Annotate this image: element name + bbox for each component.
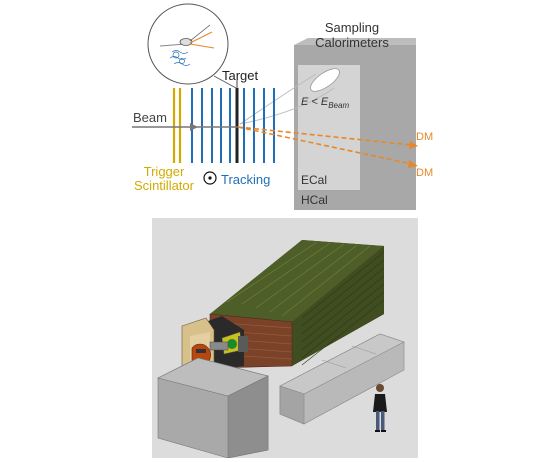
concrete-base-left — [157, 357, 269, 458]
dm-line-2 — [237, 126, 413, 165]
dm-arrowhead-1 — [409, 141, 418, 149]
experiment-schematic: Sampling Calorimeters E < EBeam Target B… — [132, 3, 433, 210]
dm-label-1: DM — [416, 131, 433, 143]
hcal-body — [209, 240, 385, 369]
beam-label: Beam — [133, 110, 167, 125]
trigger-label-line2: Scintillator — [134, 178, 195, 193]
tracking-label: Tracking — [221, 172, 270, 187]
energy-label: E < EBeam — [301, 96, 349, 110]
shower-cone — [239, 73, 317, 125]
hcal-label: HCal — [301, 193, 328, 207]
dm-line-1 — [237, 126, 413, 146]
dm-arrowhead-2 — [408, 160, 418, 168]
concrete-base-right — [279, 333, 405, 425]
ecal-label: ECal — [301, 173, 327, 187]
detector-render — [152, 218, 418, 458]
inset-interaction — [159, 24, 215, 66]
calorimeters-label-line2: Calorimeters — [315, 35, 389, 50]
person-scale-figure — [373, 384, 387, 432]
target-label: Target — [222, 68, 259, 83]
dm-label-2: DM — [416, 167, 433, 179]
hcal-block-top — [294, 38, 416, 45]
trigger-label-line1: Trigger — [144, 164, 185, 179]
calorimeters-label-line1: Sampling — [325, 20, 379, 35]
shower-ellipse — [310, 68, 340, 92]
beam-arrowhead — [190, 123, 198, 131]
tracking-layers — [191, 88, 275, 163]
zoom-connector — [213, 75, 237, 89]
